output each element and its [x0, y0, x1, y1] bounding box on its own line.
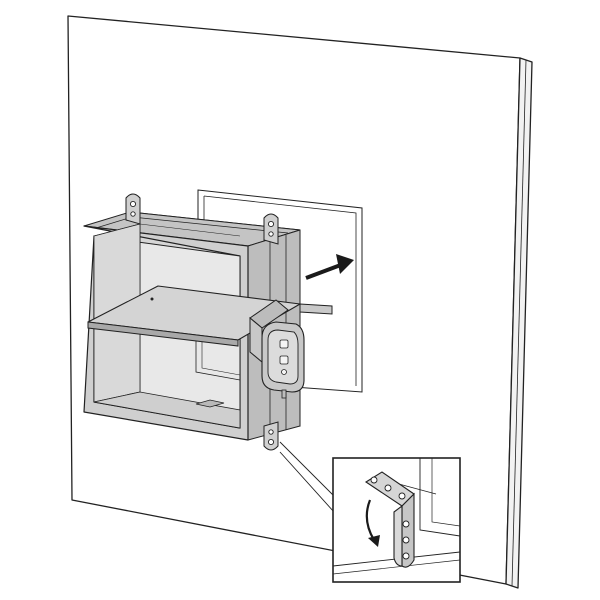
detail-callout-lines: [279, 441, 339, 513]
mounting-tab-top-left: [125, 193, 141, 225]
mounting-tab-top-right: [263, 213, 279, 245]
mounting-tab-bottom: [263, 421, 279, 451]
bracket-detail: [364, 471, 415, 568]
curved-arrow-down-icon: [365, 499, 380, 547]
damper-actuator: [249, 299, 305, 399]
damper-blade: [87, 285, 333, 347]
arrow-right-icon: [305, 254, 354, 280]
detail-inset: [332, 457, 461, 583]
